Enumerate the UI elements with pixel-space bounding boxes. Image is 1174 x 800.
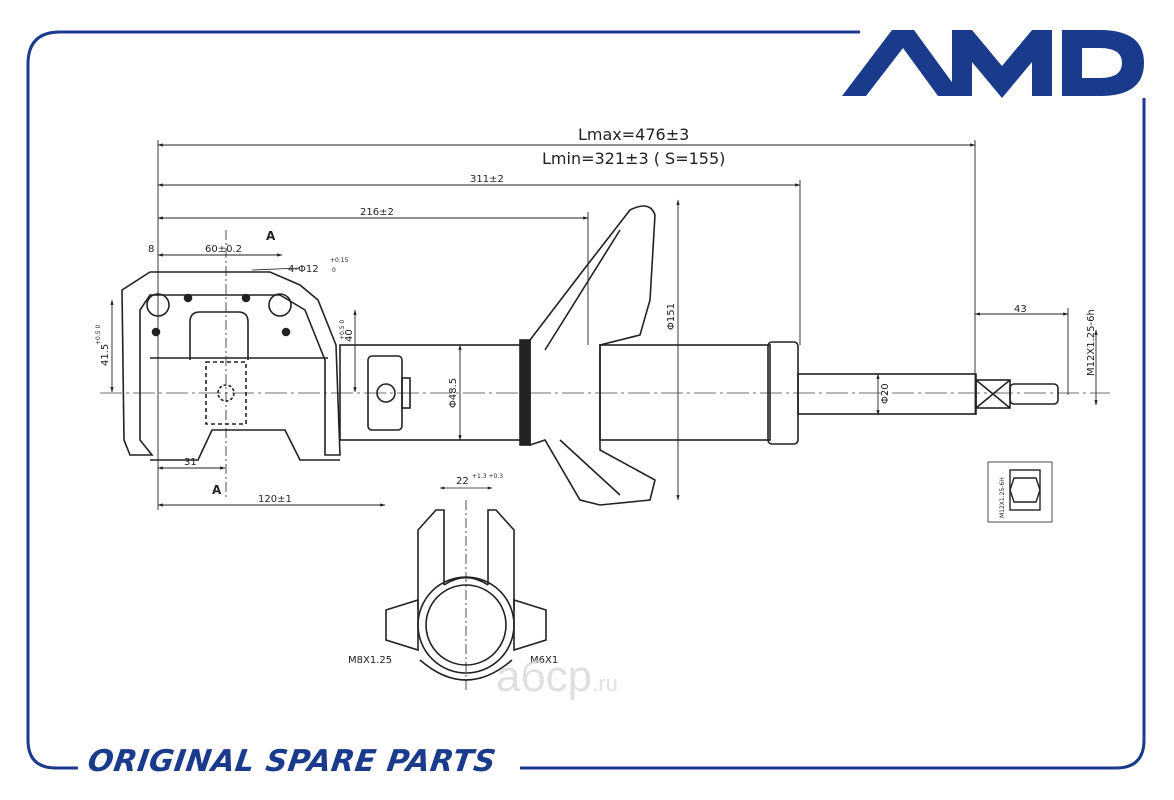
shock-body — [339, 205, 1059, 506]
watermark-text: aбcp — [496, 652, 593, 701]
label-holes-tol-top: +0.15 — [330, 257, 349, 264]
label-41-5: 41.5 — [100, 344, 111, 366]
label-nut-thread: M12X1.25-6H — [999, 477, 1006, 518]
dimension-labels: Lmax=476±3 Lmin=321±3 ( S=155) 311±2 216… — [95, 125, 1097, 666]
label-216: 216±2 — [360, 207, 394, 218]
label-40: 40 — [344, 329, 355, 342]
label-40-tol: +0.5 0 — [339, 320, 346, 340]
label-311: 311±2 — [470, 174, 504, 185]
label-120: 120±1 — [258, 494, 292, 505]
label-thread-main: M12X1.25-6h — [1086, 309, 1097, 376]
label-48-5: Φ48.5 — [448, 378, 459, 408]
label-thread-m6: M6X1 — [530, 655, 558, 666]
label-60: 60±0.2 — [205, 244, 242, 255]
label-lmin: Lmin=321±3 ( S=155) — [542, 149, 725, 168]
label-41-5-tol: +0.5 0 — [95, 325, 102, 345]
nut-detail — [987, 461, 1053, 523]
label-22-tol: +1.3 +0.3 — [472, 473, 503, 480]
frame-border — [26, 30, 1146, 770]
watermark: aбcp.ru — [496, 652, 618, 702]
footer-title: ORIGINAL SPARE PARTS — [85, 744, 499, 779]
label-holes: 4-Φ12 — [288, 264, 319, 275]
label-22: 22 — [456, 476, 469, 487]
mounting-bracket — [121, 230, 341, 500]
label-31: 31 — [184, 457, 197, 468]
label-section-a-bottom: A — [212, 483, 222, 497]
label-holes-tol-bot: 0 — [332, 267, 336, 274]
label-43: 43 — [1014, 304, 1027, 315]
label-lmax: Lmax=476±3 — [578, 125, 689, 144]
label-section-a-top: A — [266, 229, 276, 243]
watermark-suffix: .ru — [592, 671, 618, 696]
section-a-detail — [385, 486, 547, 690]
amd-logo — [842, 30, 1144, 98]
dimension-lines — [110, 140, 1098, 510]
label-8: 8 — [148, 244, 154, 255]
label-20: Φ20 — [880, 383, 891, 404]
clamp-block — [367, 355, 411, 431]
label-151: Φ151 — [666, 303, 677, 330]
label-thread-m8: M8X1.25 — [348, 655, 392, 666]
